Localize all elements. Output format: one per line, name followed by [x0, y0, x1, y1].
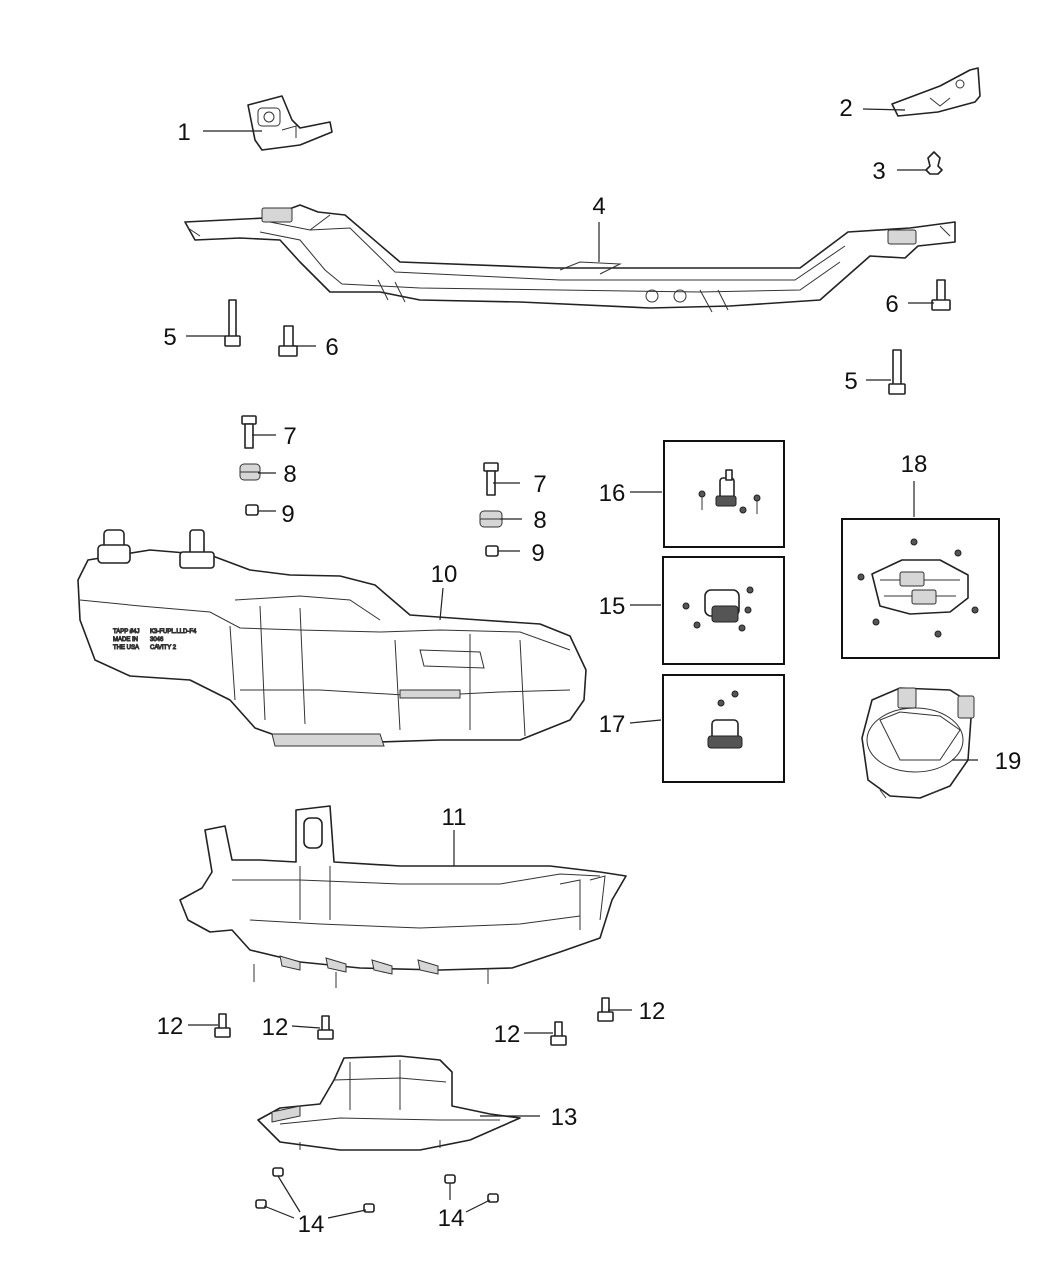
callout-10: 10 [431, 561, 458, 588]
callout-15: 15 [599, 593, 626, 620]
tank-label-block: TAPP #4J MADE IN THE USA K3-FUPL.LLD-F4 … [113, 629, 198, 652]
part-7-bolt-right [483, 462, 499, 496]
callout-13: 13 [551, 1104, 578, 1131]
part-8-grommet-left [239, 463, 261, 481]
callout-14b: 14 [438, 1205, 465, 1232]
part-12-bolt-a [214, 1013, 231, 1038]
part-4-crossmember [184, 204, 956, 313]
leader-17 [629, 719, 662, 724]
part-12-bolt-b [317, 1015, 334, 1040]
callout-19: 19 [995, 748, 1022, 775]
part-8-grommet-right [479, 510, 503, 528]
leader-14a-3 [327, 1209, 367, 1219]
callout-9b: 9 [531, 540, 544, 567]
callout-5b: 5 [844, 368, 857, 395]
part-14-nut-e [487, 1193, 499, 1203]
part-9-nut-left [245, 504, 259, 516]
callout-7b: 7 [533, 471, 546, 498]
leader-2 [862, 108, 906, 111]
callout-18: 18 [901, 451, 928, 478]
part-6-bolt-right [931, 279, 951, 311]
part-13-lower-shield [257, 1055, 521, 1151]
leader-10 [439, 587, 444, 621]
callout-1: 1 [177, 119, 190, 146]
callout-17: 17 [599, 711, 626, 738]
callout-12a: 12 [157, 1013, 184, 1040]
part-16-component [698, 469, 761, 514]
part-18-component [857, 538, 979, 638]
part-10-fuel-tank [77, 529, 587, 747]
leader-14b-2 [465, 1199, 491, 1213]
part-17-component [707, 690, 743, 749]
tank-label-line-3: THE USA [113, 645, 139, 651]
callout-12d: 12 [639, 998, 666, 1025]
leader-12b [291, 1025, 321, 1029]
callout-5a: 5 [163, 324, 176, 351]
part-9-nut-right [485, 545, 499, 557]
part-2-bracket [891, 67, 981, 117]
part-14-nut-d [444, 1174, 456, 1184]
part-14-nut-c [363, 1203, 375, 1213]
callout-9a: 9 [281, 501, 294, 528]
callout-12b: 12 [262, 1014, 289, 1041]
part-7-bolt-left [241, 415, 257, 449]
part-5-bolt-left [224, 299, 241, 347]
callout-11: 11 [442, 804, 467, 831]
part-12-bolt-d [597, 997, 614, 1022]
part-3-push-pin [925, 151, 943, 175]
part-14-nut-b [255, 1199, 267, 1209]
part-15-component [682, 586, 754, 632]
callout-8b: 8 [533, 507, 546, 534]
callout-2: 2 [839, 95, 852, 122]
callout-4: 4 [592, 193, 605, 220]
part-12-bolt-c [550, 1021, 567, 1046]
callout-14a: 14 [298, 1211, 325, 1238]
callout-8a: 8 [283, 461, 296, 488]
tank-spec-line-1: K3-FUPL.LLD-F4 [150, 629, 197, 635]
callout-16: 16 [599, 480, 626, 507]
tank-spec-line-3: CAVITY 2 [150, 645, 177, 651]
part-5-bolt-right [888, 349, 906, 395]
callout-3: 3 [872, 158, 885, 185]
callout-7a: 7 [283, 423, 296, 450]
tank-spec-line-2: 3046 [150, 637, 164, 643]
part-1-bracket [247, 95, 333, 151]
callout-12c: 12 [494, 1021, 521, 1048]
leader-14a-2 [263, 1205, 295, 1219]
leader-14a-1 [277, 1175, 301, 1213]
callout-6b: 6 [885, 291, 898, 318]
part-6-bolt-left [278, 325, 298, 357]
tank-label-line-1: TAPP #4J [113, 629, 139, 635]
callout-6a: 6 [325, 334, 338, 361]
part-11-skid-plate [179, 805, 627, 988]
tank-label-line-2: MADE IN [113, 637, 138, 643]
part-19-pump-module [861, 687, 975, 799]
part-14-nut-a [272, 1167, 284, 1177]
